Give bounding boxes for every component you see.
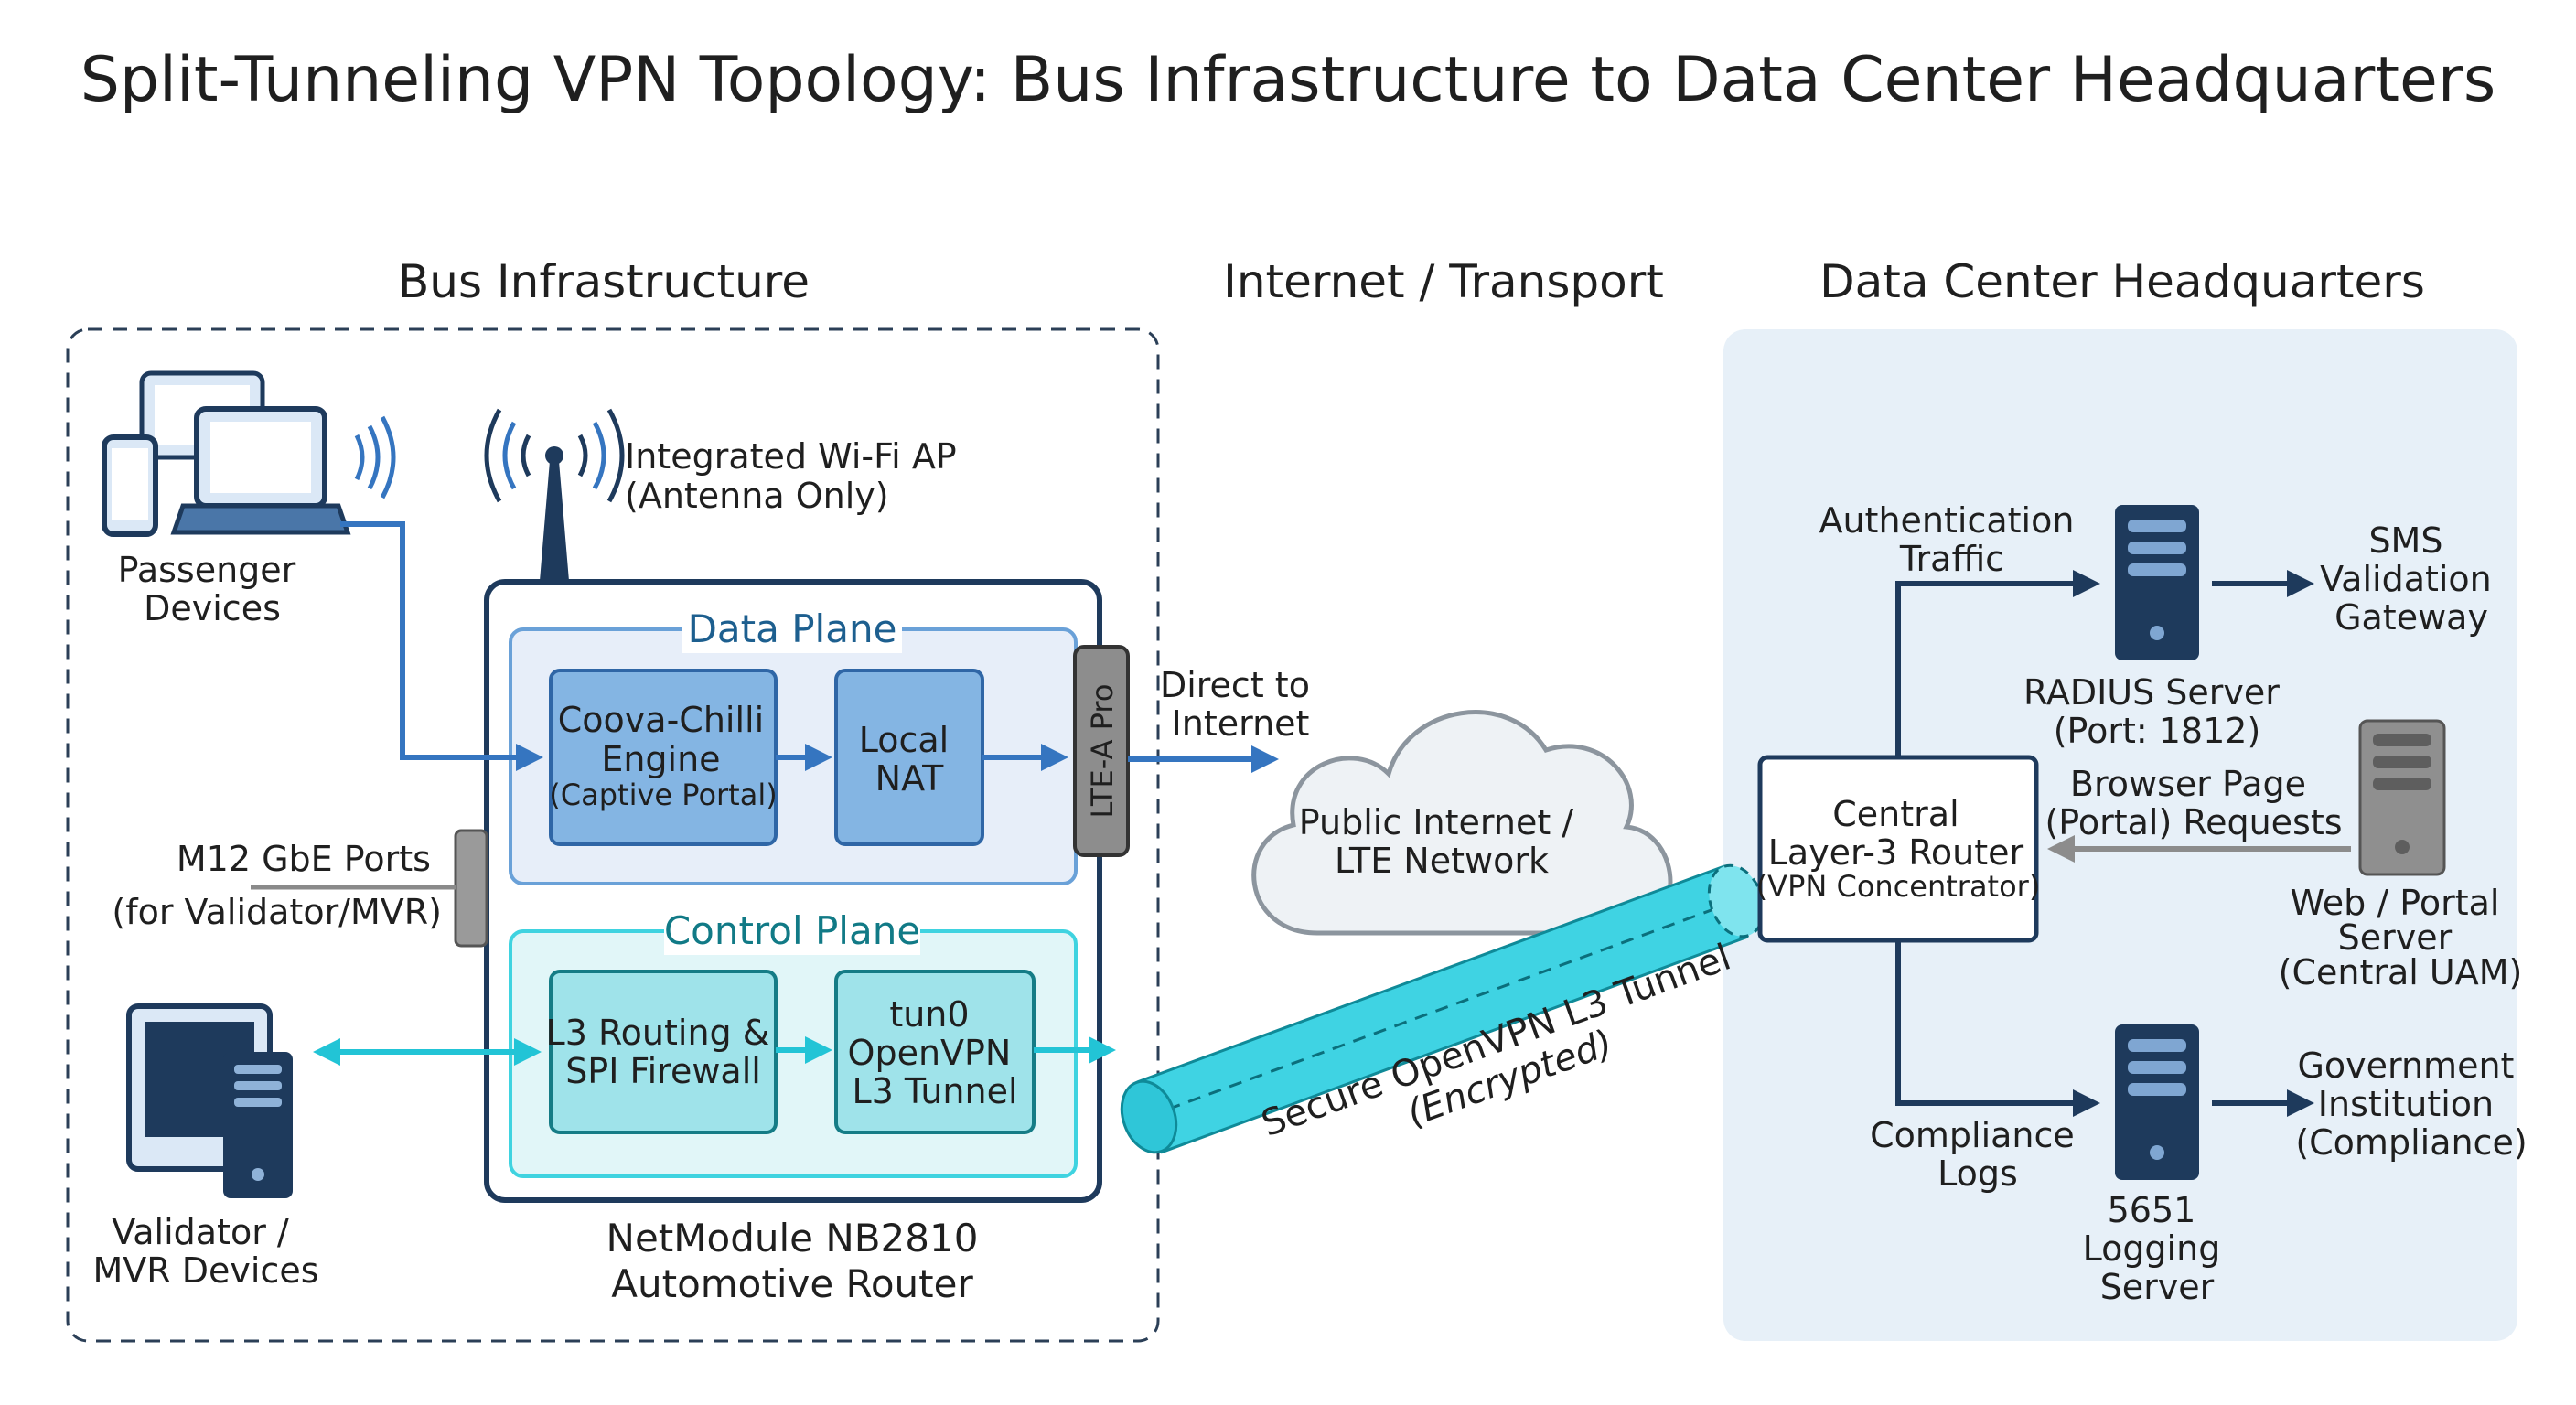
- logging-server-label: 5651 Logging Server: [2083, 1190, 2232, 1307]
- passenger-to-coova-arrow: [340, 521, 543, 771]
- lte-module: [1073, 645, 1130, 857]
- validator-devices-icon: [126, 1003, 293, 1198]
- radius-server-label: RADIUS Server (Port: 1812): [2023, 672, 2291, 751]
- government-label: Government Institution (Compliance): [2295, 1046, 2527, 1163]
- browser-requests-label: Browser Page (Portal) Requests: [2045, 764, 2342, 842]
- validator-devices-label: Validator / MVR Devices: [92, 1212, 318, 1291]
- compliance-logs-label: Compliance Logs: [1870, 1115, 2086, 1194]
- section-internet-heading: Internet / Transport: [1223, 255, 1664, 308]
- m12-ports-label: M12 GbE Ports (for Validator/MVR): [112, 839, 442, 932]
- tun0-openvpn-label: tun0 OpenVPN L3 Tunnel: [848, 994, 1023, 1111]
- web-portal-server-label: Web / Portal Server (Central UAM): [2279, 883, 2523, 992]
- l3-routing-firewall-label: L3 Routing & SPI Firewall: [546, 1013, 781, 1091]
- passenger-devices-label: Passenger Devices: [118, 550, 307, 628]
- router-sub-label: Automotive Router: [611, 1261, 973, 1306]
- m12-port: [454, 829, 488, 948]
- wifi-ap-label: Integrated Wi-Fi AP (Antenna Only): [625, 436, 968, 516]
- sms-gateway-label: SMS Validation Gateway: [2320, 520, 2503, 638]
- web-portal-server-icon: [2358, 719, 2446, 876]
- router-name-label: NetModule NB2810: [606, 1216, 979, 1260]
- coova-chilli-engine-label: Coova-Chilli Engine (Captive Portal): [549, 700, 777, 812]
- diagram-title: Split-Tunneling VPN Topology: Bus Infras…: [80, 44, 2496, 116]
- bus-boundary: [66, 327, 1160, 1343]
- compliance-logs-arrow: [1895, 940, 2100, 1117]
- cloud-label: Public Internet / LTE Network: [1299, 802, 1584, 881]
- antenna-icon: [484, 408, 625, 581]
- logging-server-icon: [2115, 1024, 2199, 1180]
- lte-module-label: LTE-A Pro: [1085, 684, 1120, 819]
- direct-to-internet-label: Direct to Internet: [1160, 665, 1321, 744]
- passenger-devices-icon: [102, 370, 396, 537]
- section-bus-heading: Bus Infrastructure: [398, 255, 810, 308]
- vpn-tunnel: [1120, 863, 1766, 1154]
- radius-server-icon: [2115, 505, 2199, 660]
- auth-traffic-arrow: [1895, 570, 2100, 757]
- control-plane-label: Control Plane: [664, 908, 920, 953]
- auth-traffic-label: Authentication Traffic: [1819, 500, 2085, 579]
- cloud-shape: [1251, 710, 1673, 936]
- central-router-label: Central Layer-3 Router (VPN Concentrator…: [1756, 794, 2041, 904]
- data-plane-label: Data Plane: [688, 606, 897, 651]
- section-datacenter-heading: Data Center Headquarters: [1819, 255, 2425, 308]
- local-nat-label: Local NAT: [859, 720, 961, 799]
